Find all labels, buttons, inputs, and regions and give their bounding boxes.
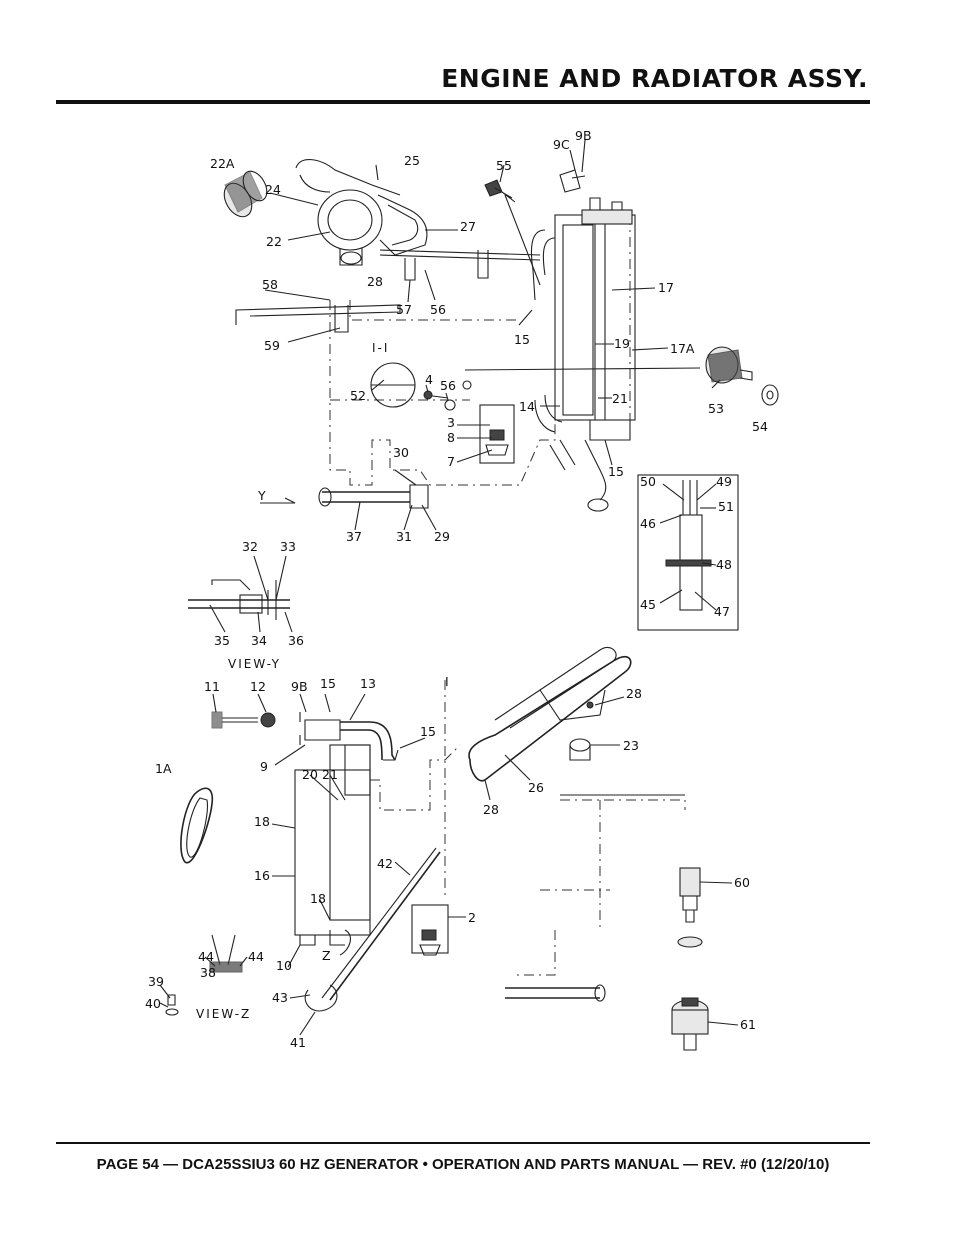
callout: 18	[310, 891, 326, 906]
fan-belt	[180, 787, 214, 864]
callout: 36	[288, 633, 304, 648]
air-filter-element	[223, 170, 268, 218]
callout: 33	[280, 539, 296, 554]
view-z-label: VIEW-Z	[196, 1007, 251, 1021]
callout: 52	[350, 388, 366, 403]
callout: 49	[716, 474, 732, 489]
callout: 18	[254, 814, 270, 829]
callout: 34	[251, 633, 267, 648]
callout: 12	[250, 679, 266, 694]
callout: 22	[266, 234, 282, 249]
callout: 17	[658, 280, 674, 295]
callout: 15	[514, 332, 530, 347]
callout: 28	[367, 274, 383, 289]
callout: 47	[714, 604, 730, 619]
page-footer: PAGE 54 — DCA25SSIU3 60 HZ GENERATOR • O…	[96, 1156, 830, 1173]
callout: 32	[242, 539, 258, 554]
callout: 58	[262, 277, 278, 292]
callout: 16	[254, 868, 270, 883]
section-label: I-I	[372, 341, 389, 355]
callout: 22A	[210, 156, 235, 171]
callout: 19	[614, 336, 630, 351]
callout: 2	[468, 910, 476, 925]
callout: 7	[447, 454, 455, 469]
y-marker: Y	[257, 488, 266, 503]
callout: 20	[302, 767, 318, 782]
callout: 21	[612, 391, 628, 406]
callout: 15	[420, 724, 436, 739]
callout: 15	[608, 464, 624, 479]
z-marker: Z	[322, 948, 331, 963]
callout: 42	[377, 856, 393, 871]
callout: 28	[483, 802, 499, 817]
fuel-filter	[705, 346, 753, 384]
view-y-label: VIEW-Y	[228, 657, 281, 671]
page-title: ENGINE AND RADIATOR ASSY.	[441, 64, 868, 93]
callout: 26	[528, 780, 544, 795]
callout: 14	[519, 399, 535, 414]
callout: 1A	[155, 761, 172, 776]
callout: 29	[434, 529, 450, 544]
callout: 56	[430, 302, 446, 317]
callout: 21	[322, 767, 338, 782]
callout: 30	[393, 445, 409, 460]
callout: 11	[204, 679, 220, 694]
callout: 41	[290, 1035, 306, 1050]
callout: 28	[626, 686, 642, 701]
callout: 46	[640, 516, 656, 531]
callout: 9C	[553, 137, 570, 152]
callout: 43	[272, 990, 288, 1005]
callout: 25	[404, 153, 420, 168]
callout: 61	[740, 1017, 756, 1032]
air-cleaner	[317, 189, 383, 251]
callout: 44	[198, 949, 214, 964]
footer-rule	[56, 1142, 870, 1144]
callout: 50	[640, 474, 656, 489]
i-marker: I	[445, 674, 449, 689]
callout: 23	[623, 738, 639, 753]
callout: 13	[360, 676, 376, 691]
callout: 37	[346, 529, 362, 544]
callout: 9B	[575, 128, 592, 143]
callout: 39	[148, 974, 164, 989]
callout: 56	[440, 378, 456, 393]
callout: 17A	[670, 341, 695, 356]
callout: 9	[260, 759, 268, 774]
inset-box	[637, 474, 739, 631]
callout: 44	[248, 949, 264, 964]
callout: 60	[734, 875, 750, 890]
callout: 38	[200, 965, 216, 980]
callout: 57	[396, 302, 412, 317]
callout: 24	[265, 182, 281, 197]
callout: 55	[496, 158, 512, 173]
callout: 10	[276, 958, 292, 973]
callout: 8	[447, 430, 455, 445]
callout: 3	[447, 415, 455, 430]
callout: 54	[752, 419, 768, 434]
callout: 51	[718, 499, 734, 514]
callout: 35	[214, 633, 230, 648]
callout: 59	[264, 338, 280, 353]
callout: 4	[425, 372, 433, 387]
callout: 40	[145, 996, 161, 1011]
callout: 48	[716, 557, 732, 572]
temp-sensor	[677, 867, 703, 948]
callout: 31	[396, 529, 412, 544]
callout: 9B	[291, 679, 308, 694]
callout: 53	[708, 401, 724, 416]
pressure-sensor	[671, 997, 709, 1051]
callout: 27	[460, 219, 476, 234]
header-rule	[56, 100, 870, 104]
callout-labels: 22A 24 25 22 27 28 58 57 56 59 55 9C 9B …	[145, 128, 768, 1050]
callout: 45	[640, 597, 656, 612]
callout: 15	[320, 676, 336, 691]
